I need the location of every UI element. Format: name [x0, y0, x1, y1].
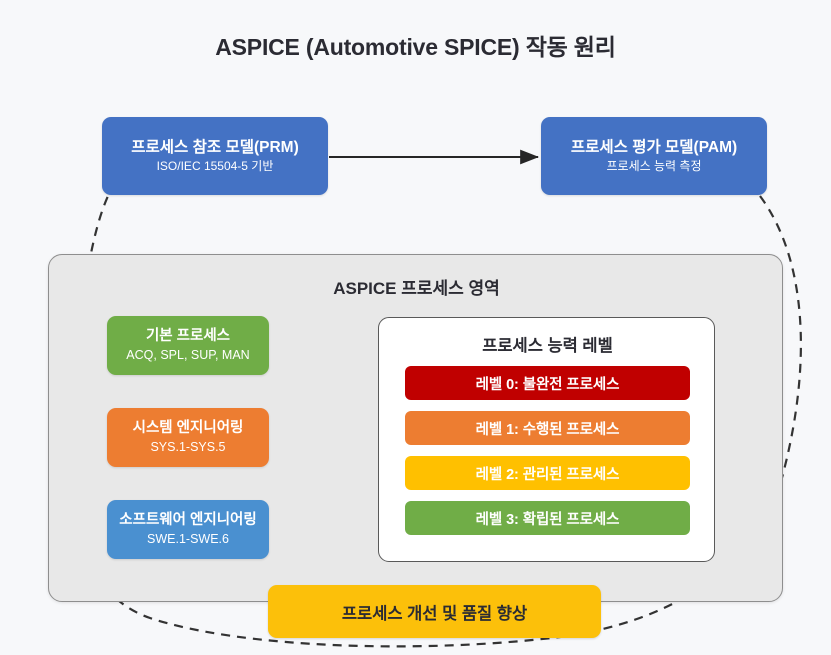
process-assessment-model-box[interactable]: 프로세스 평가 모델(PAM) 프로세스 능력 측정	[541, 117, 767, 195]
capability-level-3-label: 레벨 3: 확립된 프로세스	[475, 511, 620, 528]
prm-title: 프로세스 참조 모델(PRM)	[131, 138, 299, 156]
category-box-basic-process[interactable]: 기본 프로세스 ACQ, SPL, SUP, MAN	[107, 316, 269, 375]
category-software-title: 소프트웨어 엔지니어링	[119, 512, 257, 529]
capability-levels-list: 레벨 0: 불완전 프로세스 레벨 1: 수행된 프로세스 레벨 2: 관리된 …	[405, 366, 690, 535]
capability-levels-title: 프로세스 능력 레벨	[482, 337, 613, 355]
category-system-title: 시스템 엔지니어링	[132, 420, 244, 437]
page-title: ASPICE (Automotive SPICE) 작동 원리	[215, 34, 616, 60]
pam-subtitle: 프로세스 능력 측정	[606, 158, 702, 173]
capability-level-0[interactable]: 레벨 0: 불완전 프로세스	[405, 366, 690, 400]
capability-level-1-label: 레벨 1: 수행된 프로세스	[475, 421, 620, 438]
capability-level-1[interactable]: 레벨 1: 수행된 프로세스	[405, 411, 690, 445]
category-box-system-engineering[interactable]: 시스템 엔지니어링 SYS.1-SYS.5	[107, 408, 269, 467]
capability-level-0-label: 레벨 0: 불완전 프로세스	[475, 376, 620, 393]
process-capability-levels-panel: 프로세스 능력 레벨 레벨 0: 불완전 프로세스 레벨 1: 수행된 프로세스…	[378, 317, 715, 562]
process-improvement-banner[interactable]: 프로세스 개선 및 품질 향상	[268, 585, 601, 638]
category-basic-title: 기본 프로세스	[145, 328, 231, 345]
capability-level-2-label: 레벨 2: 관리된 프로세스	[475, 466, 620, 483]
category-software-subtitle: SWE.1-SWE.6	[147, 532, 229, 547]
pam-title: 프로세스 평가 모델(PAM)	[570, 138, 738, 156]
process-reference-model-box[interactable]: 프로세스 참조 모델(PRM) ISO/IEC 15504-5 기반	[102, 117, 328, 195]
category-box-software-engineering[interactable]: 소프트웨어 엔지니어링 SWE.1-SWE.6	[107, 500, 269, 559]
prm-subtitle: ISO/IEC 15504-5 기반	[156, 158, 274, 173]
capability-level-2[interactable]: 레벨 2: 관리된 프로세스	[405, 456, 690, 490]
category-basic-subtitle: ACQ, SPL, SUP, MAN	[126, 348, 250, 363]
process-improvement-label: 프로세스 개선 및 품질 향상	[341, 604, 528, 623]
capability-level-3[interactable]: 레벨 3: 확립된 프로세스	[405, 501, 690, 535]
category-system-subtitle: SYS.1-SYS.5	[150, 440, 226, 455]
process-area-title: ASPICE 프로세스 영역	[333, 279, 500, 298]
